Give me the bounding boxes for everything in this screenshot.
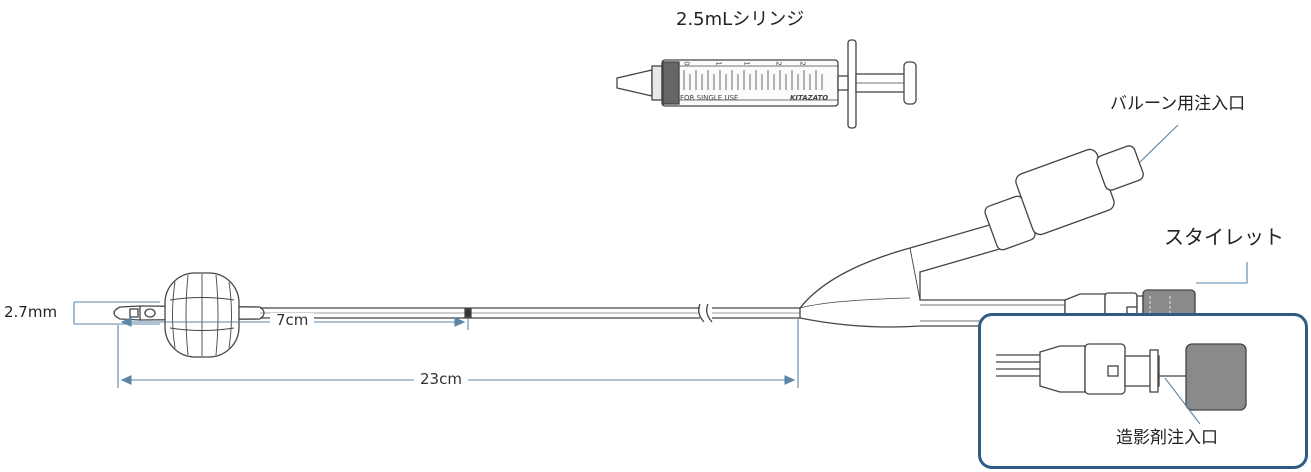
syringe-scale-number: 1: [742, 61, 751, 66]
balloon-illustration: [164, 272, 240, 358]
balloon-port-label: バルーン用注入口: [1110, 94, 1246, 114]
syringe-brand-text: KITAZATO: [790, 94, 829, 102]
syringe-scale-number: 1: [714, 61, 723, 66]
tip-diameter-label: 2.7mm: [4, 303, 58, 321]
leader-lines: [73, 124, 1248, 388]
contrast-port-label: 造影剤注入口: [1116, 428, 1218, 448]
syringe-label: 2.5mLシリンジ: [676, 9, 805, 30]
total-length-label: 23cm: [414, 372, 468, 387]
inset-frame: [978, 313, 1308, 469]
y-hub: [799, 145, 1196, 337]
syringe-scale-number: 0: [682, 61, 691, 66]
syringe-illustration: [616, 39, 917, 129]
syringe-print-text: FOR SINGLE USE: [680, 94, 739, 102]
catheter-shaft: [113, 303, 800, 323]
stylet-label: スタイレット: [1164, 225, 1284, 249]
balloon-distance-label: 7cm: [270, 313, 315, 328]
syringe-scale-number: 2: [774, 61, 783, 66]
syringe-scale-number: 2: [798, 61, 807, 66]
